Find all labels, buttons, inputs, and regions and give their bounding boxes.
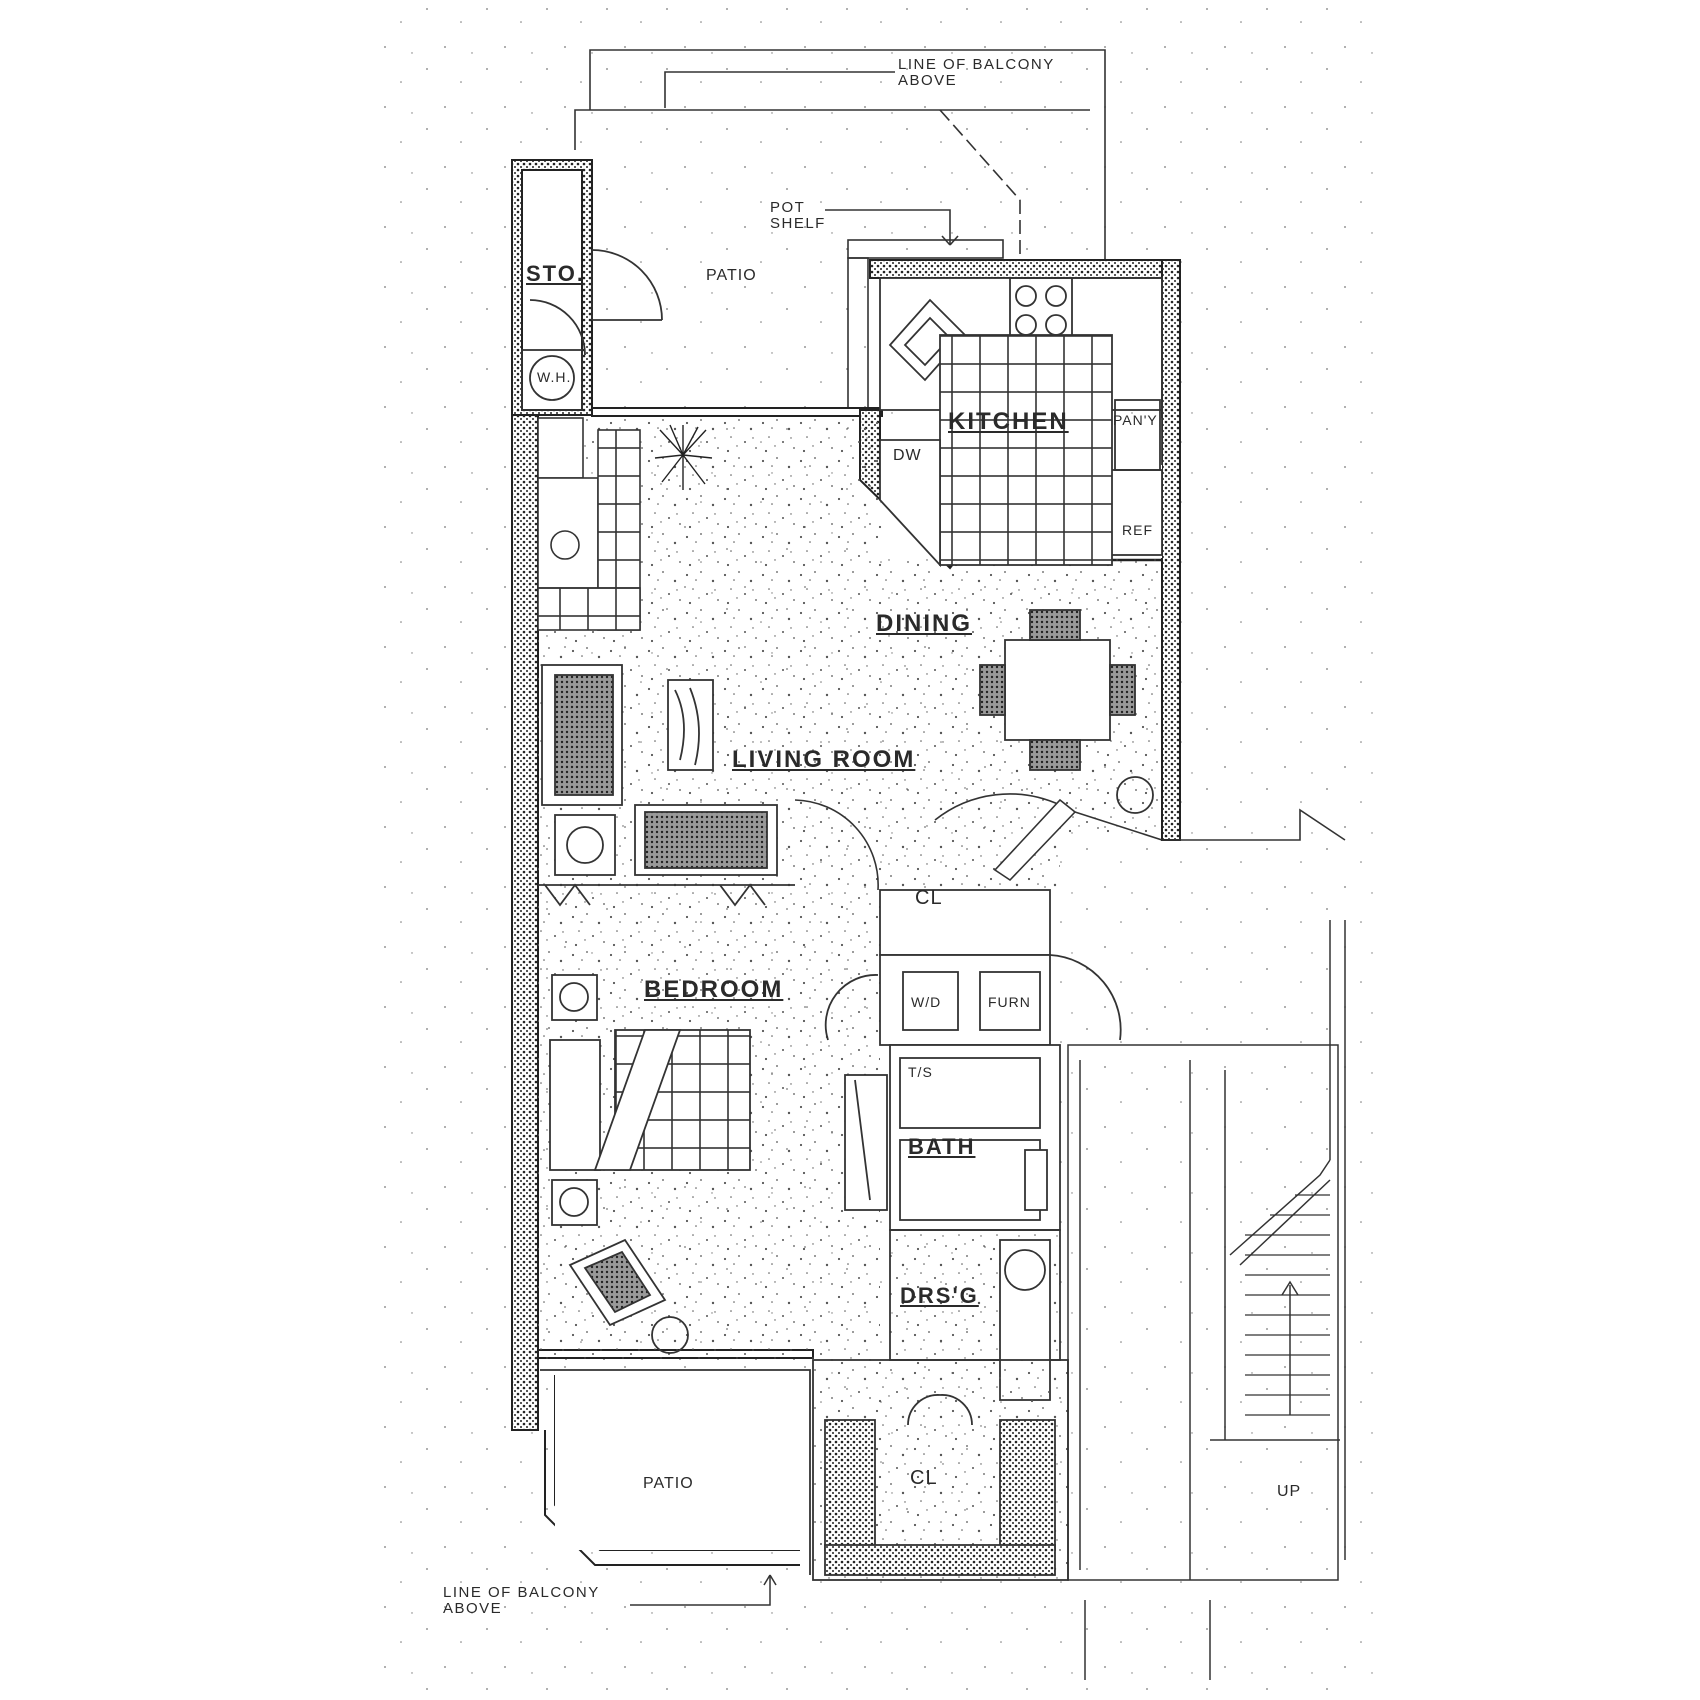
fireplace-tile <box>537 417 713 631</box>
pantry-label: PAN'Y <box>1113 412 1158 428</box>
refrigerator-label: REF <box>1122 522 1153 538</box>
living-furniture <box>538 664 795 907</box>
tub-shower-label: T/S <box>908 1064 933 1080</box>
bedroom-label: BEDROOM <box>644 976 784 1003</box>
bedroom-furniture <box>549 974 751 1354</box>
entry-doors <box>794 793 1346 891</box>
dressing-label: DRS'G <box>900 1283 979 1308</box>
bottom-closet <box>812 1359 1069 1581</box>
stairwell <box>1067 920 1346 1680</box>
bottom-patio <box>540 1369 811 1575</box>
dining-table <box>979 609 1154 814</box>
balcony-line-bottom <box>630 1574 777 1606</box>
balcony-note-bottom: LINE OF BALCONY ABOVE <box>443 1584 600 1617</box>
storage-room <box>521 249 663 411</box>
balcony-note-top: LINE OF BALCONY ABOVE <box>898 56 1055 89</box>
dishwasher-label: DW <box>893 447 922 464</box>
water-heater-label: W.H. <box>537 369 572 385</box>
closet-entry-label: CL <box>915 887 943 909</box>
washer-dryer-label: W/D <box>911 994 942 1010</box>
patio-bottom-label: PATIO <box>643 1475 694 1492</box>
furnace-label: FURN <box>988 994 1031 1010</box>
kitchen-label: KITCHEN <box>948 408 1069 435</box>
stairs-up-label: UP <box>1277 1483 1302 1500</box>
pot-shelf-label: POT SHELF <box>770 199 826 232</box>
balcony-line-top <box>574 49 1106 262</box>
closet-bedroom-label: CL <box>910 1467 938 1489</box>
storage-label: STO. <box>526 261 585 286</box>
bath-label: BATH <box>908 1134 976 1159</box>
closet-laundry <box>824 889 1122 1046</box>
patio-top-label: PATIO <box>706 267 757 284</box>
living-room-label: LIVING ROOM <box>732 746 916 773</box>
dining-label: DINING <box>876 610 972 637</box>
kitchen-area <box>879 277 1163 568</box>
